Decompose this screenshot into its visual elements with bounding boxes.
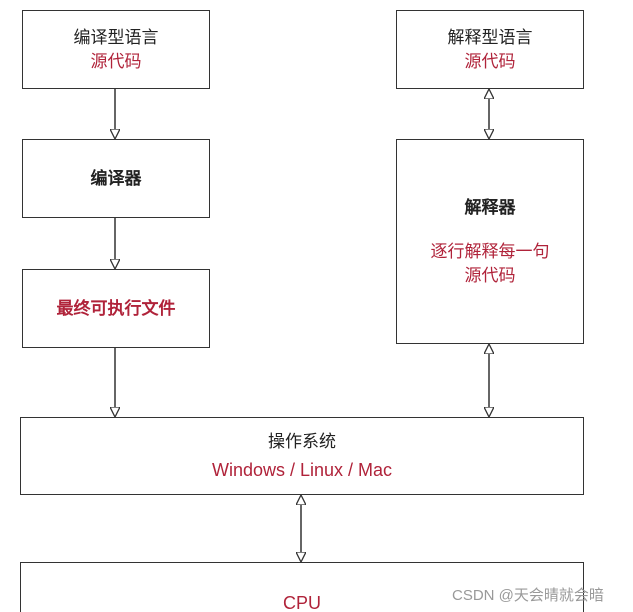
interpreter-desc-line2: 源代码	[464, 265, 516, 286]
os-list: Windows / Linux / Mac	[211, 460, 393, 480]
os-box: 操作系统 Windows / Linux / Mac	[20, 417, 584, 495]
interpreted-language-title: 解释型语言	[447, 27, 533, 48]
interpreted-language-box: 解释型语言 源代码	[396, 10, 584, 89]
compiler-label: 编译器	[90, 168, 142, 189]
compiled-language-box: 编译型语言 源代码	[22, 10, 210, 89]
compiled-language-title: 编译型语言	[73, 27, 159, 48]
executable-label: 最终可执行文件	[56, 298, 176, 319]
watermark: CSDN @天会晴就会暗	[452, 587, 604, 604]
compiled-source-code: 源代码	[90, 51, 142, 72]
os-title: 操作系统	[268, 432, 336, 452]
executable-box: 最终可执行文件	[22, 269, 210, 348]
compiler-box: 编译器	[22, 139, 210, 218]
cpu-box: CPU	[20, 562, 584, 612]
cpu-label: CPU	[282, 593, 321, 612]
interpreter-box: 解释器 逐行解释每一句 源代码	[396, 139, 584, 344]
interpreted-source-code: 源代码	[464, 51, 516, 72]
interpreter-label: 解释器	[464, 197, 516, 218]
interpreter-desc-line1: 逐行解释每一句	[430, 241, 550, 262]
